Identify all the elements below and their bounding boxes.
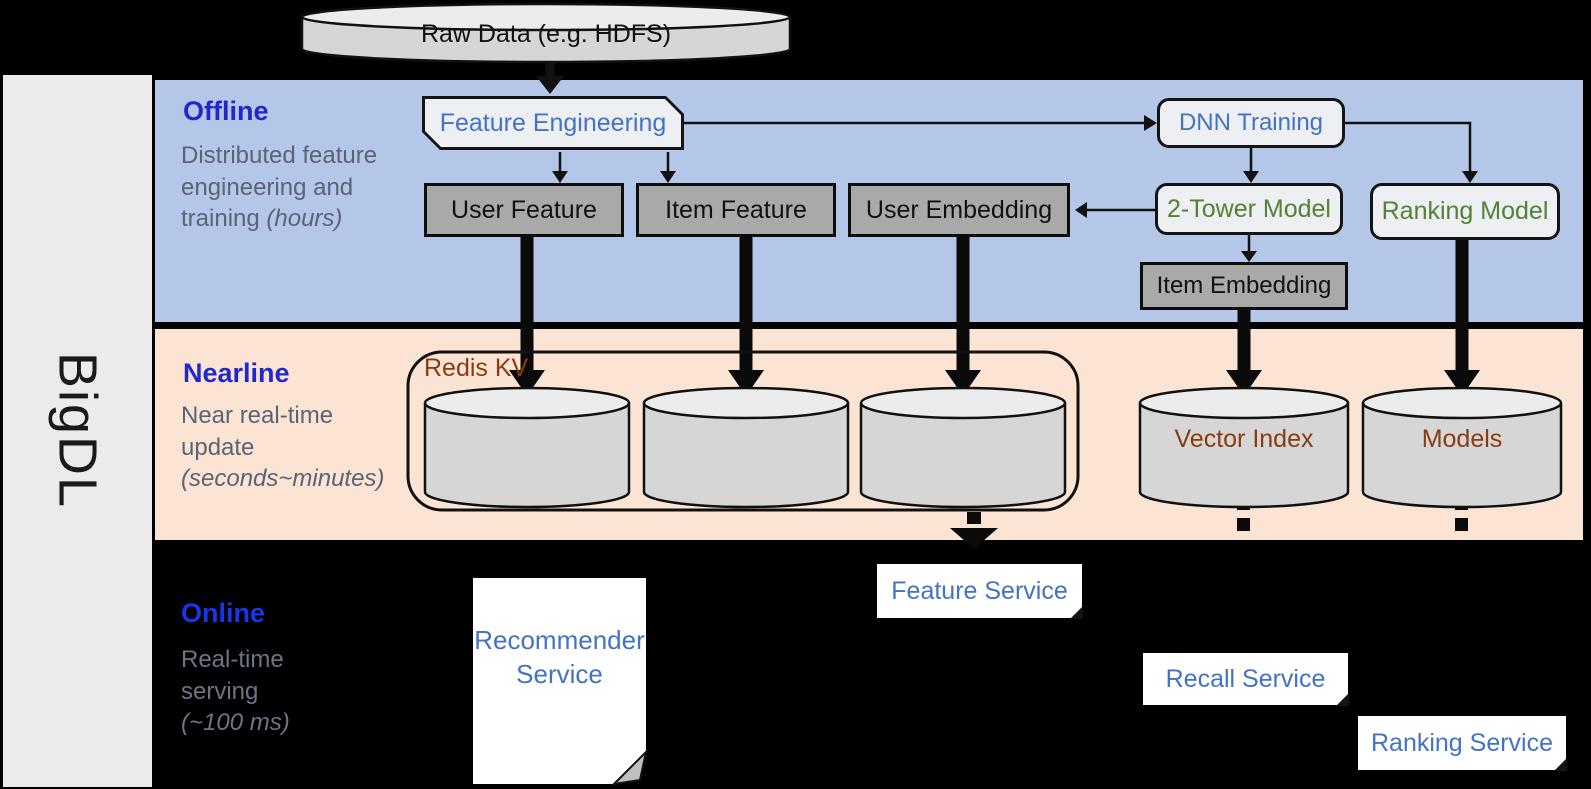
- arrow-fe-to-item-feature: [660, 152, 676, 183]
- online-description-duration: (~100 ms): [181, 709, 290, 737]
- models-cylinder: [1361, 386, 1563, 509]
- arrow-user-embedding-to-kv: [945, 237, 981, 396]
- ranking-service-label: Ranking Service: [1370, 728, 1554, 757]
- thick-arrows: [509, 237, 1480, 396]
- ranking-model-node: Ranking Model: [1370, 183, 1560, 240]
- user-embedding-node: User Embedding: [848, 183, 1070, 237]
- user-embedding-label: User Embedding: [865, 195, 1053, 224]
- arrow-fe-to-dnn-training: [684, 115, 1157, 131]
- redis-kv-container: [406, 350, 1080, 512]
- offline-description-duration: (hours): [266, 205, 343, 233]
- nearline-description-text: Near real-time update: [181, 402, 334, 461]
- arrow-ranking-model-to-models: [1444, 240, 1480, 396]
- models-label: Models: [1421, 424, 1503, 453]
- vector-index-cylinder: [1138, 386, 1350, 509]
- item-embedding-label: Item Embedding: [1156, 272, 1332, 299]
- ranking-service-node: Ranking Service: [1358, 716, 1567, 771]
- feature-service-node: Feature Service: [877, 564, 1083, 619]
- arrow-dnn-to-ranking-model: [1332, 121, 1478, 183]
- arrow-rawdata-to-feature-engineering: [536, 60, 564, 94]
- arrow-user-feature-to-kv: [509, 237, 545, 396]
- nearline-title: Nearline: [183, 358, 290, 388]
- arrow-two-tower-to-user-embedding: [1075, 202, 1155, 218]
- feature-service-label: Feature Service: [891, 576, 1068, 605]
- nearline-description-duration: (seconds~minutes): [181, 465, 385, 493]
- two-tower-model-label: 2-Tower Model: [1167, 194, 1331, 223]
- arrow-two-tower-to-item-embedding: [1241, 235, 1257, 262]
- user-feature-label: User Feature: [451, 195, 597, 224]
- feature-engineering-label: Feature Engineering: [439, 108, 667, 137]
- nearline-description: Near real-time update (seconds~minutes): [181, 400, 396, 495]
- offline-title: Offline: [183, 96, 269, 126]
- bigdl-brand-label: BigDL: [47, 352, 108, 510]
- item-feature-label: Item Feature: [665, 195, 807, 224]
- dnn-training-label: DNN Training: [1178, 109, 1324, 136]
- recommender-service-label: Recommender Service: [474, 625, 645, 689]
- recommender-service-document: [473, 578, 648, 786]
- item-embedding-node: Item Embedding: [1140, 262, 1348, 310]
- dashed-redis-to-feature-service: [950, 512, 998, 549]
- arrow-dnn-to-two-tower: [1243, 148, 1259, 183]
- arrow-item-embedding-to-vector-index: [1226, 310, 1262, 396]
- online-description-text: Real-time serving: [181, 646, 284, 705]
- vector-index-label: Vector Index: [1174, 424, 1314, 453]
- online-title: Online: [181, 598, 266, 628]
- recall-service-label: Recall Service: [1165, 664, 1326, 693]
- user-feature-node: User Feature: [424, 183, 624, 237]
- two-tower-model-node: 2-Tower Model: [1155, 183, 1343, 235]
- redis-kv-label: Redis KV: [424, 354, 529, 382]
- arrow-fe-to-user-feature: [552, 152, 568, 183]
- offline-description: Distributed feature engineering and trai…: [181, 140, 381, 235]
- raw-data-label: Raw Data (e.g. HDFS): [420, 19, 672, 48]
- ranking-model-label: Ranking Model: [1381, 197, 1549, 225]
- kv-cylinder-2: [642, 386, 850, 509]
- item-feature-node: Item Feature: [636, 183, 836, 237]
- recall-service-node: Recall Service: [1143, 653, 1349, 706]
- offline-description-text: Distributed feature engineering and trai…: [181, 142, 378, 233]
- dnn-training-node: DNN Training: [1157, 98, 1345, 148]
- feature-engineering-box: Feature Engineering: [425, 99, 681, 147]
- raw-data-cylinder: [300, 2, 792, 64]
- thin-arrows: [552, 115, 1478, 262]
- kv-cylinder-1: [423, 386, 631, 509]
- kv-cylinder-3: [859, 386, 1067, 509]
- arrow-item-feature-to-kv: [728, 237, 764, 396]
- online-description: Real-time serving (~100 ms): [181, 644, 311, 739]
- bigdl-sidebar: BigDL: [3, 75, 152, 787]
- feature-engineering-node: Feature Engineering: [422, 96, 684, 150]
